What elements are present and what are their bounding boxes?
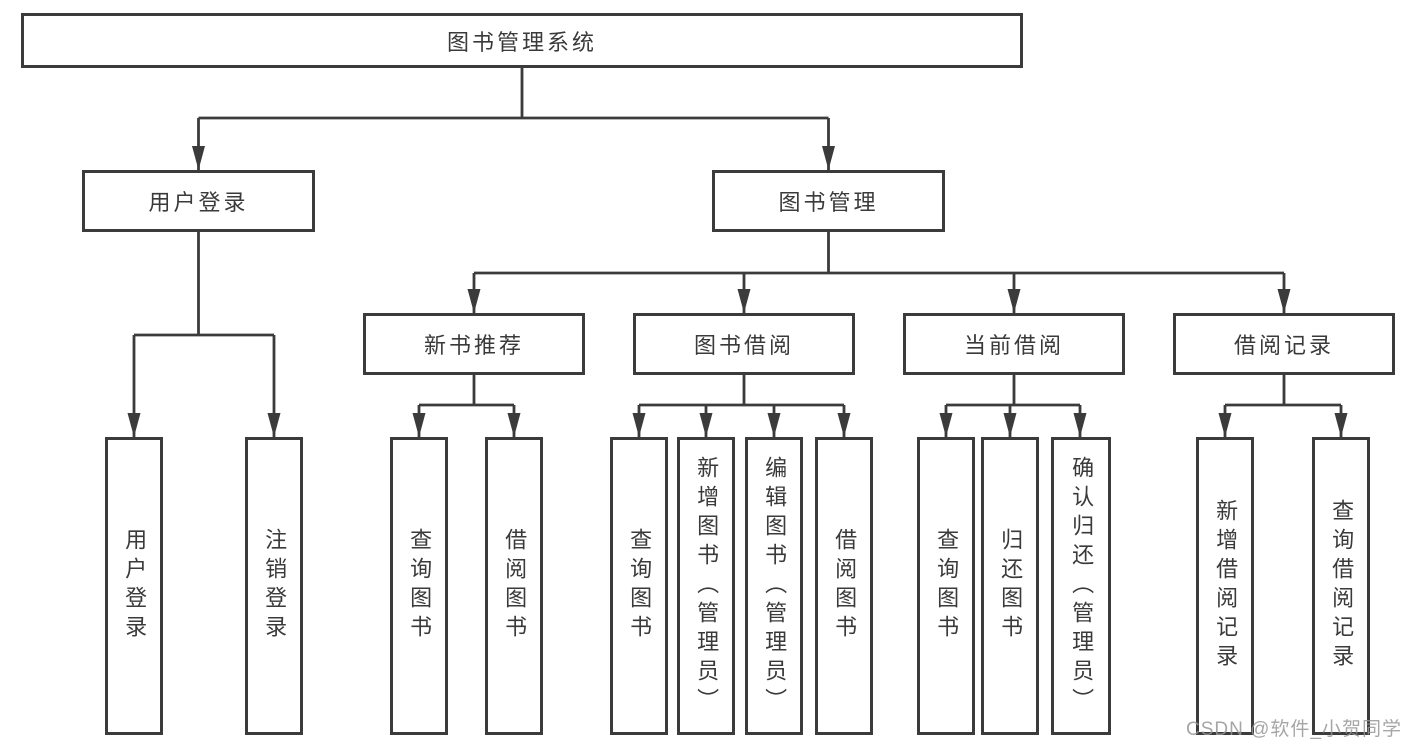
- node-book-management: 图书管理: [712, 170, 945, 232]
- leaf-query-books-borrowing: 查询图书: [610, 437, 668, 735]
- node-label: 借阅记录: [1233, 333, 1334, 358]
- leaf-add-book-admin: 新增图书（管理员）: [677, 437, 735, 735]
- leaf-label: 新增图书（管理员）: [694, 455, 720, 717]
- leaf-label: 借阅图书: [502, 528, 528, 644]
- leaf-label: 查询图书: [934, 528, 960, 644]
- node-borrowing-records: 借阅记录: [1173, 313, 1395, 375]
- node-label: 图书管理系统: [446, 29, 597, 55]
- leaf-user-login: 用户登录: [105, 437, 163, 735]
- leaf-add-borrow-record: 新增借阅记录: [1196, 437, 1254, 735]
- leaf-query-books-recommend: 查询图书: [390, 437, 448, 735]
- leaf-label: 注销登录: [262, 528, 288, 644]
- csdn-watermark: CSDN @软件_小贺同学: [1186, 719, 1402, 740]
- leaf-query-books-current: 查询图书: [917, 437, 975, 735]
- leaf-confirm-return-admin: 确认归还（管理员）: [1051, 437, 1111, 735]
- node-label: 用户登录: [148, 190, 249, 215]
- node-label: 图书管理: [778, 190, 879, 215]
- node-label: 当前借阅: [963, 333, 1064, 358]
- leaf-query-borrow-record: 查询借阅记录: [1312, 437, 1370, 735]
- leaf-label: 查询图书: [407, 528, 433, 644]
- node-library-system-root: 图书管理系统: [21, 13, 1023, 68]
- connector-arrows: [127, 118, 1348, 437]
- leaf-label: 确认归还（管理员）: [1069, 455, 1095, 717]
- node-user-login: 用户登录: [82, 170, 315, 232]
- node-book-borrowing: 图书借阅: [633, 313, 855, 375]
- node-new-book-recommend: 新书推荐: [363, 313, 585, 375]
- leaf-label: 借阅图书: [832, 528, 858, 644]
- leaf-return-book: 归还图书: [981, 437, 1039, 735]
- leaf-label: 查询图书: [627, 528, 653, 644]
- leaf-logout: 注销登录: [245, 437, 303, 735]
- node-label: 图书借阅: [693, 333, 794, 358]
- node-label: 新书推荐: [423, 333, 524, 358]
- leaf-borrow-books-recommend: 借阅图书: [485, 437, 543, 735]
- leaf-label: 用户登录: [122, 528, 148, 644]
- leaf-label: 新增借阅记录: [1213, 499, 1239, 673]
- connector-trunks: [134, 68, 1341, 407]
- node-current-borrowing: 当前借阅: [903, 313, 1125, 375]
- leaf-edit-book-admin: 编辑图书（管理员）: [745, 437, 803, 735]
- leaf-borrow-books-borrowing: 借阅图书: [815, 437, 873, 735]
- leaf-label: 归还图书: [998, 528, 1024, 644]
- leaf-label: 编辑图书（管理员）: [762, 455, 788, 717]
- leaf-label: 查询借阅记录: [1329, 499, 1355, 673]
